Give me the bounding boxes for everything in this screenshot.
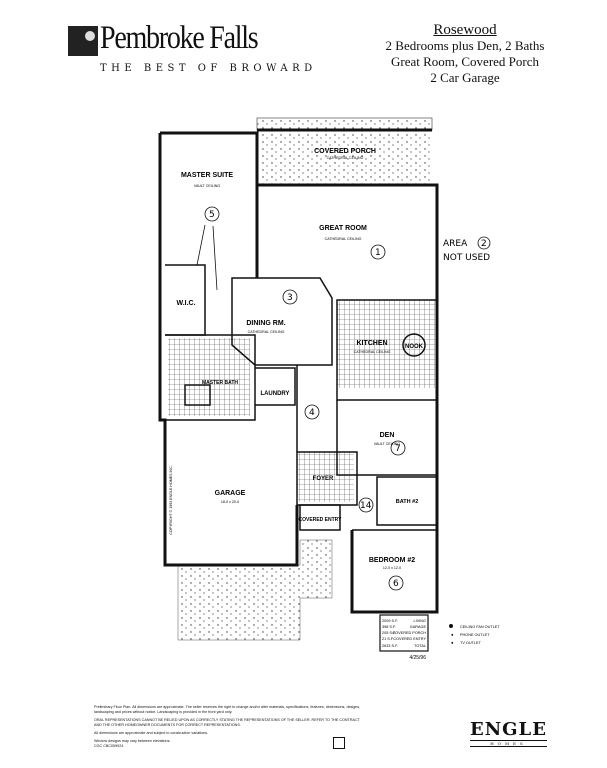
circled-number: 6 [393, 579, 399, 589]
room-master-suite: MASTER SUITE [181, 172, 233, 179]
room-note: VAULT CEILING [194, 184, 221, 188]
circled-number: 5 [209, 210, 215, 220]
room-note: CATHEDRAL CEILING [248, 330, 285, 334]
area-value: 2009 S.F. [382, 619, 398, 623]
room-dims: 12-0 x 12-0 [383, 566, 401, 570]
area-label: COVERED ENTRY [393, 637, 426, 641]
room-covered-porch: COVERED PORCH [314, 148, 376, 155]
equal-housing-icon [333, 737, 345, 749]
area-table-rows: 2009 S.F. LIVING 398 S.F. GARAGE 205 S.F… [382, 619, 426, 648]
builder-name: ENGLE [470, 719, 547, 740]
ceiling-fan-outlet-icon [449, 624, 453, 628]
area-note: AREA [443, 239, 468, 249]
area-value: 398 S.F. [382, 625, 396, 629]
room-den: DEN [380, 432, 395, 439]
copyright-note: COPYRIGHT © 1993 ENGLE HOMES INC. [169, 465, 173, 534]
area-note-number: 2 [481, 239, 487, 249]
covered-porch-area [259, 132, 431, 184]
disclaimer-line: Preliminary Floor Plan. All dimensions a… [94, 705, 361, 714]
room-nook: NOOK [405, 344, 424, 350]
room-foyer: FOYER [313, 476, 334, 482]
foyer-tile [298, 452, 354, 502]
room-great-room: GREAT ROOM [319, 225, 367, 232]
legend-item: CEILING FAN OUTLET [460, 625, 500, 629]
area-note-not-used: NOT USED [443, 253, 490, 263]
kitchen-tile [337, 300, 435, 388]
room-note: CATHEDRAL CEILING [325, 237, 362, 241]
disclaimer-line: ORAL REPRESENTATIONS CANNOT BE RELIED UP… [94, 718, 360, 727]
disclaimer: Preliminary Floor Plan. All dimensions a… [94, 705, 364, 752]
circled-number: 14 [360, 501, 372, 511]
model-summary: Rosewood 2 Bedrooms plus Den, 2 Baths Gr… [370, 22, 560, 86]
room-kitchen: KITCHEN [356, 340, 387, 347]
builder-sub: HOMES [470, 740, 547, 747]
walls [158, 128, 439, 614]
engle-homes-logo: ENGLE HOMES [470, 719, 547, 747]
driveway [177, 539, 333, 641]
circled-number: 3 [287, 293, 293, 303]
room-master-bath: MASTER BATH [202, 380, 238, 386]
model-name: Rosewood [433, 22, 497, 38]
disclaimer-line: Window designs may vary between elevatio… [94, 739, 171, 743]
area-label: GARAGE [410, 625, 427, 629]
room-dining: DINING RM. [246, 320, 285, 327]
feature-line: 2 Bedrooms plus Den, 2 Baths [385, 38, 545, 53]
room-note: VAULT CEILING [374, 442, 401, 446]
patio [256, 117, 433, 131]
brand-name: Pembroke Falls [100, 20, 259, 56]
feature-line: Great Room, Covered Porch [390, 54, 540, 69]
logo-mark-icon [68, 26, 98, 56]
room-note: CATHEDRAL CEILING [327, 156, 364, 160]
master-bath-tile [168, 338, 250, 416]
area-label: COVERED PORCH [392, 631, 426, 635]
circled-numbers [196, 206, 491, 591]
area-table [379, 614, 429, 652]
brand-tagline: THE BEST OF BROWARD [100, 63, 317, 74]
phone-outlet-icon: ◄ [450, 633, 454, 637]
room-bath-2: BATH #2 [396, 499, 419, 505]
area-value: 2633 S.F. [382, 644, 398, 648]
plan-date: 4/25/96 [409, 655, 426, 661]
legend-item: TV OUTLET [460, 641, 482, 645]
room-wic: W.I.C. [176, 300, 195, 307]
room-garage: GARAGE [215, 490, 246, 497]
interior-walls [165, 264, 438, 531]
room-covered-entry: COVERED ENTRY [299, 517, 343, 523]
circled-number: 1 [375, 248, 381, 258]
tv-outlet-icon: ◄ [450, 641, 454, 645]
area-label: LIVING [414, 619, 426, 623]
feature-line: 2 Car Garage [430, 70, 500, 85]
room-laundry: LAUNDRY [260, 391, 289, 397]
circled-number: 4 [309, 408, 315, 418]
area-value: 205 S.F. [382, 631, 396, 635]
area-label: TOTAL [414, 644, 426, 648]
room-dims: 18-0 x 20-0 [221, 500, 239, 504]
circled-number: 7 [395, 444, 401, 454]
room-bedroom-2: BEDROOM #2 [369, 557, 415, 564]
area-value: 21 S.F. [382, 637, 394, 641]
disclaimer-line: All dimensions are approximate and subje… [94, 731, 209, 735]
legend-item: PHONE OUTLET [460, 633, 490, 637]
room-note: CATHEDRAL CEILING [354, 350, 391, 354]
license-number: CGC CBC059924 [94, 744, 124, 748]
